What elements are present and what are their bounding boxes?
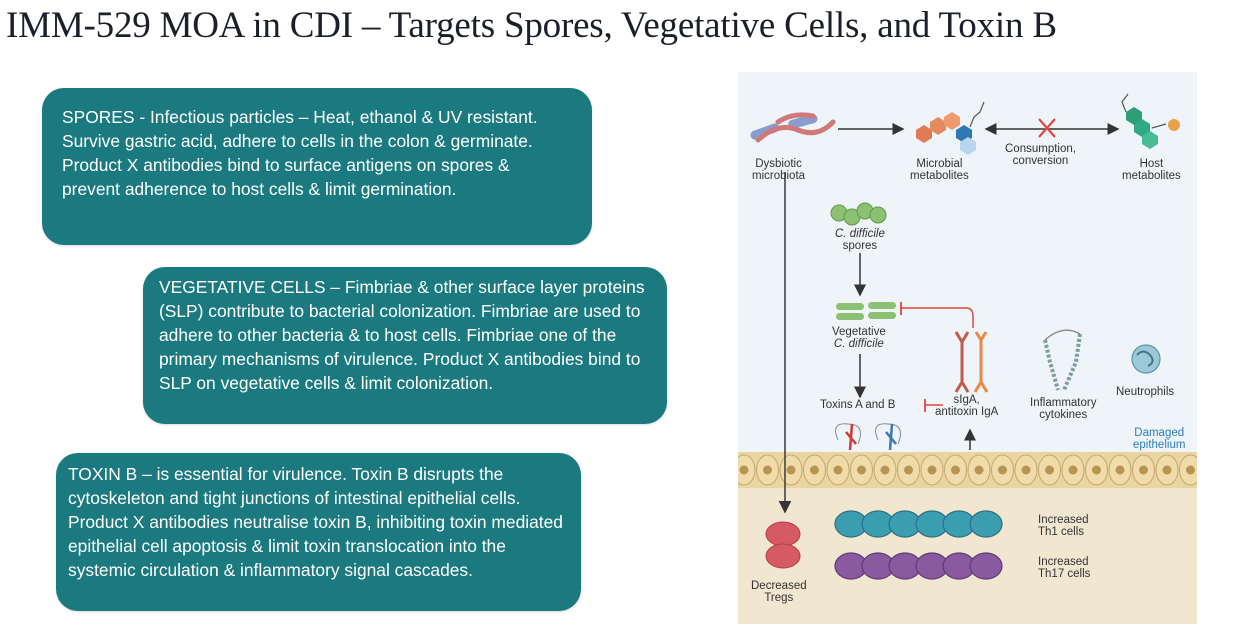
neutrophil-icon	[1131, 344, 1161, 374]
epithelial-cell	[1038, 454, 1061, 486]
toxin-b-icon	[875, 423, 901, 451]
epithelial-cell	[1108, 454, 1132, 486]
label-line: C. difficile	[833, 338, 884, 350]
th1-cells-label: Increased Th1 cells	[1038, 514, 1089, 538]
epithelial-cell	[1014, 454, 1038, 486]
epithelial-cell	[803, 454, 826, 486]
epithelial-cell	[991, 454, 1014, 486]
label-line: Tregs	[764, 592, 794, 604]
label-line: Host	[1139, 158, 1164, 170]
label-line: microbiota	[752, 170, 806, 182]
blocked-x-icon	[1038, 118, 1056, 138]
label-line: C. difficile	[835, 228, 885, 240]
epithelial-cell	[826, 454, 850, 486]
label-line: sIgA,	[953, 394, 980, 406]
moa-figure-graphic	[738, 93, 1197, 624]
epithelial-cell	[873, 454, 897, 486]
lamina-propria	[738, 482, 1197, 624]
inhibit-vegetative-line	[900, 302, 974, 328]
epithelium-layer	[738, 452, 1197, 488]
label-line: Increased	[1038, 556, 1089, 568]
label-line: epithelium	[1133, 439, 1186, 451]
tregs-icon	[765, 521, 801, 569]
epithelial-cell	[779, 454, 803, 486]
vegetative-c-difficile-label: Vegetative C. difficile	[832, 326, 886, 350]
th1-cells-row	[834, 510, 1003, 538]
label-line: metabolites	[910, 170, 969, 182]
spores-text: SPORES - Infectious particles – Heat, et…	[62, 107, 538, 199]
toxins-a-and-b-label: Toxins A and B	[820, 399, 896, 411]
epithelial-cell	[1132, 454, 1155, 486]
epithelial-cell	[1155, 454, 1179, 486]
inhibit-toxins-line	[924, 399, 943, 412]
iga-label: sIgA, antitoxin IgA	[935, 394, 998, 418]
label-line: Decreased	[751, 580, 807, 592]
label-line: Increased	[1038, 514, 1089, 526]
epithelial-cell	[944, 454, 967, 486]
label-line: antitoxin IgA	[935, 406, 999, 418]
epithelial-cell	[920, 454, 944, 486]
vegetative-cells-text: VEGETATIVE CELLS – Fimbriae & other surf…	[159, 277, 645, 393]
label-line: spores	[842, 240, 878, 252]
vegetative-c-difficile-icon	[836, 302, 896, 320]
damaged-epithelium-label: Damaged epithelium	[1133, 427, 1185, 451]
c-difficile-spores-icon	[830, 202, 887, 226]
epithelial-cell	[738, 454, 756, 486]
th17-cells-row	[834, 552, 1003, 580]
label-line: cytokines	[1039, 409, 1088, 421]
epithelial-cell	[1061, 454, 1085, 486]
neutrophils-label: Neutrophils	[1116, 386, 1175, 398]
c-difficile-spores-label: C. difficile spores	[835, 228, 885, 252]
dysbiotic-microbiota-label: Dysbiotic microbiota	[752, 158, 805, 182]
epithelial-cell	[850, 454, 873, 486]
epithelial-cell	[1085, 454, 1108, 486]
th1-cell	[969, 510, 1003, 538]
host-metabolites-label: Host metabolites	[1122, 158, 1181, 182]
spores-info-box: SPORES - Infectious particles – Heat, et…	[42, 88, 592, 245]
consumption-conversion-label: Consumption, conversion	[1005, 143, 1076, 167]
label-line: Dysbiotic	[755, 158, 802, 170]
th17-cells-label: Increased Th17 cells	[1038, 556, 1090, 580]
label-line: Th17 cells	[1038, 568, 1091, 580]
th17-cell	[969, 552, 1003, 580]
toxin-b-text: TOXIN B – is essential for virulence. To…	[68, 464, 563, 580]
epithelial-cell	[967, 454, 991, 486]
label-line: conversion	[1012, 155, 1069, 167]
toxin-a-icon	[835, 423, 861, 451]
label-line: Th1 cells	[1038, 526, 1085, 538]
label-line: Damaged	[1134, 427, 1185, 439]
label-line: Consumption,	[1005, 143, 1076, 155]
label-line: Vegetative	[832, 326, 886, 338]
epithelial-cell	[897, 454, 920, 486]
microbial-metabolites-icon	[916, 101, 985, 155]
epithelial-cell	[756, 454, 779, 486]
microbial-metabolites-label: Microbial metabolites	[910, 158, 969, 182]
label-line: Microbial	[916, 158, 963, 170]
vegetative-cells-info-box: VEGETATIVE CELLS – Fimbriae & other surf…	[143, 267, 667, 424]
dysbiotic-microbiota-icon	[750, 112, 836, 143]
inflammatory-cytokines-label: Inflammatory cytokines	[1030, 397, 1096, 421]
inflammatory-cytokines-icon	[1043, 329, 1082, 391]
toxin-b-info-box: TOXIN B – is essential for virulence. To…	[56, 453, 581, 611]
moa-figure: Dysbiotic microbiota Microbial metabolit…	[738, 72, 1197, 624]
decreased-tregs-label: Decreased Tregs	[751, 580, 807, 604]
iga-antibody-icon	[954, 331, 989, 393]
label-line: metabolites	[1122, 170, 1181, 182]
slide-title: IMM-529 MOA in CDI – Targets Spores, Veg…	[6, 5, 1057, 46]
host-metabolites-icon	[1121, 93, 1180, 149]
epithelial-cell	[1179, 454, 1197, 486]
label-line: Inflammatory	[1030, 397, 1097, 409]
